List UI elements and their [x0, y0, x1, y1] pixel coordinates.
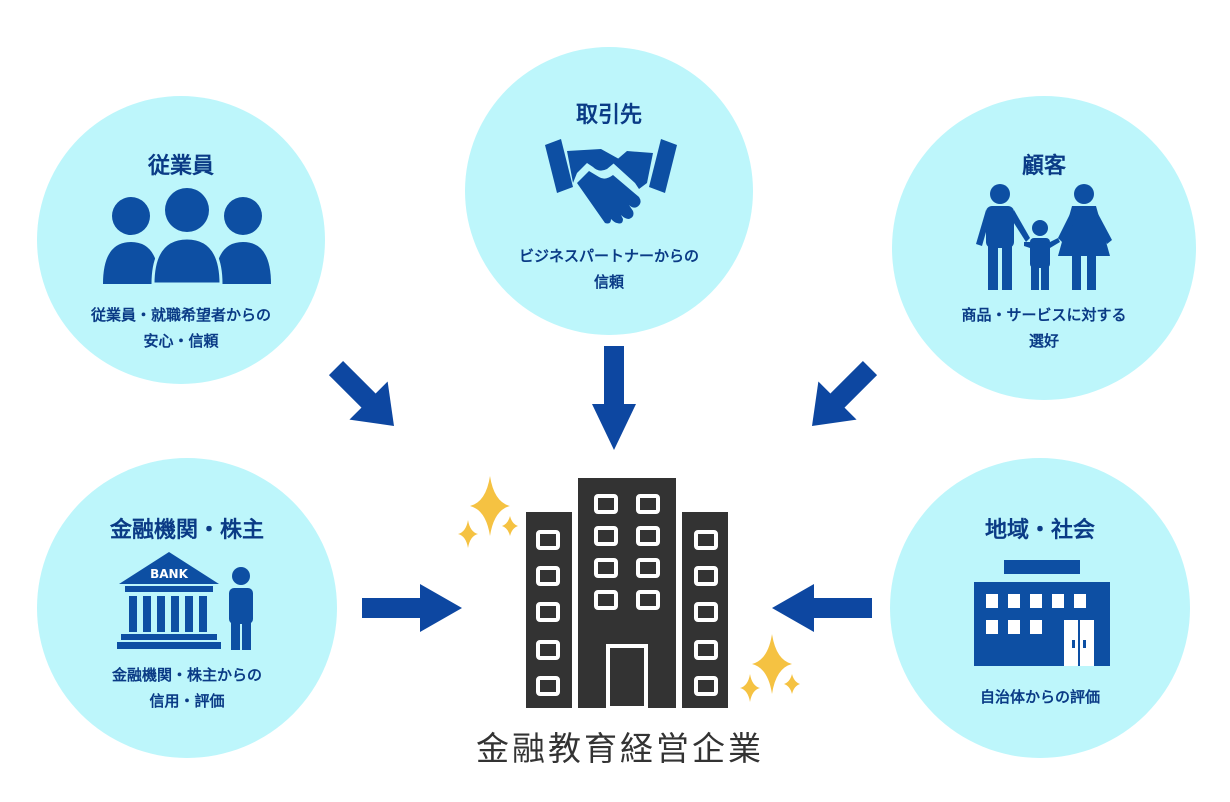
- finance-title: 金融機関・株主: [109, 518, 264, 543]
- arrow-employees-to-company: [328, 360, 394, 426]
- arrow-community-to-company: [772, 584, 872, 632]
- partners-title: 取引先: [575, 103, 642, 128]
- customers-desc: 商品・サービスに対する 選好: [961, 306, 1127, 350]
- stakeholder-customers: 顧客 商品・サービスに対する 選好: [892, 96, 1196, 400]
- stakeholder-community: 地域・社会 自治体からの評価: [890, 458, 1190, 758]
- partners-desc: ビジネスパートナーからの 信頼: [518, 247, 699, 291]
- stakeholder-finance: 金融機関・株主 BANK 金融機関・株主からの 信用・評価: [37, 458, 337, 758]
- center-company-label: 金融教育経営企業: [476, 729, 764, 768]
- stakeholder-partners: 取引先 ビジネスパートナーからの 信頼: [465, 47, 753, 335]
- customers-title: 顧客: [1021, 154, 1066, 179]
- office-building-icon: [458, 476, 800, 710]
- sparkle-icon: [458, 476, 800, 702]
- community-desc: 自治体からの評価: [979, 688, 1100, 706]
- city-hall-icon: [974, 560, 1110, 666]
- handshake-icon: [545, 139, 677, 224]
- people-group-icon: [103, 188, 271, 286]
- arrow-customers-to-company: [812, 360, 878, 426]
- employees-desc: 従業員・就職希望者からの 安心・信頼: [90, 306, 271, 350]
- bank-sign-text: BANK: [150, 567, 188, 581]
- stakeholder-employees: 従業員 従業員・就職希望者からの 安心・信頼: [37, 96, 325, 384]
- arrow-finance-to-company: [362, 584, 462, 632]
- finance-desc: 金融機関・株主からの 信用・評価: [111, 666, 262, 710]
- bank-icon: BANK: [117, 552, 253, 650]
- community-title: 地域・社会: [984, 518, 1095, 543]
- arrow-partners-to-company: [592, 346, 636, 450]
- employees-title: 従業員: [147, 154, 214, 179]
- family-icon: [976, 184, 1112, 290]
